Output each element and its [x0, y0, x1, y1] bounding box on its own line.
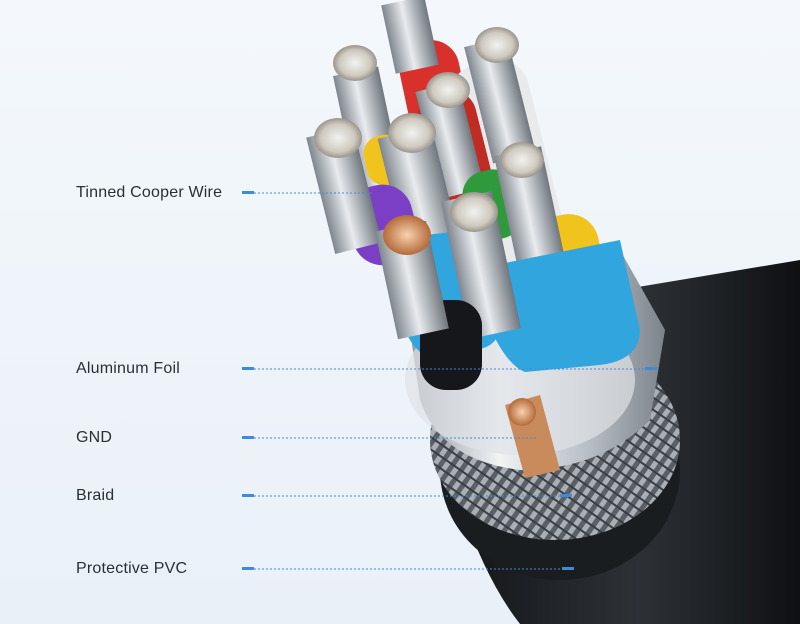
gnd-conductor	[505, 395, 560, 478]
label-protective-pvc: Protective PVC	[76, 560, 188, 577]
label-aluminum-foil: Aluminum Foil	[76, 360, 180, 377]
callout-marker-aluminum-foil	[242, 367, 254, 370]
callout-marker-gnd	[242, 436, 254, 439]
callout-lines	[242, 191, 657, 570]
callout-end-braid	[560, 494, 572, 497]
label-braid: Braid	[76, 487, 115, 504]
callout-end-aluminum-foil	[645, 367, 657, 370]
label-tinned-copper-wire: Tinned Cooper Wire	[76, 184, 223, 201]
callout-marker-braid	[242, 494, 254, 497]
insulated-wires	[306, 0, 640, 390]
callout-end-protective-pvc	[562, 567, 574, 570]
label-gnd: GND	[76, 429, 113, 446]
callout-marker-protective-pvc	[242, 567, 254, 570]
callout-marker-tinned-copper-wire	[242, 191, 254, 194]
